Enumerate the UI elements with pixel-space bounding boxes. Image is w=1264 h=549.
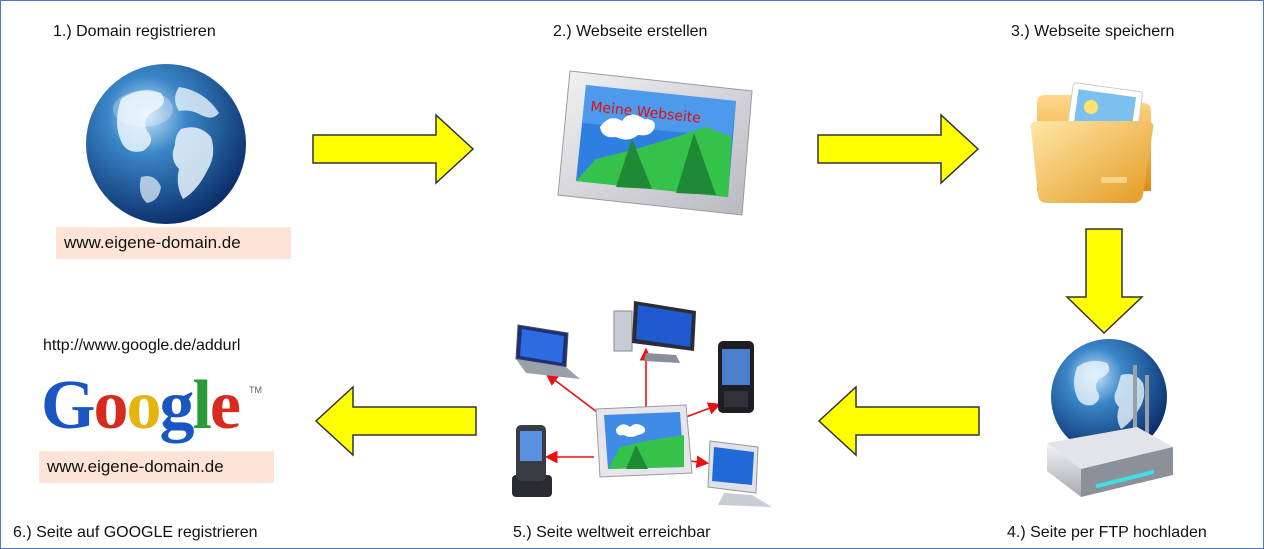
step-6-label: 6.) Seite auf GOOGLE registrieren xyxy=(13,524,258,541)
monitor-icon xyxy=(613,301,696,363)
picture-frame-small-icon xyxy=(595,404,693,478)
arrow-down xyxy=(1065,227,1145,337)
google-letter: o xyxy=(126,367,161,444)
google-letter: G xyxy=(41,367,95,444)
google-logo: Google xyxy=(41,367,241,444)
step-1-label: 1.) Domain registrieren xyxy=(53,23,216,40)
google-letter: o xyxy=(93,367,128,444)
domain-box-2: www.eigene-domain.de xyxy=(39,451,274,483)
google-tm: TM xyxy=(249,385,262,395)
folder-icon xyxy=(1029,73,1169,213)
google-url[interactable]: http://www.google.de/addurl xyxy=(43,337,241,354)
google-letter: l xyxy=(192,367,212,444)
arrow-right-2 xyxy=(816,113,981,185)
picture-frame-icon: Meine Webseite xyxy=(556,67,756,217)
step-2-label: 2.) Webseite erstellen xyxy=(553,23,708,40)
network-cluster xyxy=(496,297,781,517)
arrow-left-1 xyxy=(816,385,981,457)
pda-icon xyxy=(718,341,754,413)
docked-phone-icon xyxy=(512,425,552,497)
flat-monitor-icon xyxy=(707,440,772,507)
laptop-icon xyxy=(515,324,580,379)
arrow-right-1 xyxy=(311,113,476,185)
router-globe-icon xyxy=(1041,331,1176,501)
globe-icon xyxy=(81,59,251,229)
step-5-label: 5.) Seite weltweit erreichbar xyxy=(513,524,711,541)
arrow-left-2 xyxy=(313,385,478,457)
step-4-label: 4.) Seite per FTP hochladen xyxy=(1007,524,1207,541)
domain-box-1: www.eigene-domain.de xyxy=(56,227,291,259)
step-3-label: 3.) Webseite speichern xyxy=(1011,23,1175,40)
google-letter: g xyxy=(159,367,194,444)
google-letter: e xyxy=(209,367,241,444)
